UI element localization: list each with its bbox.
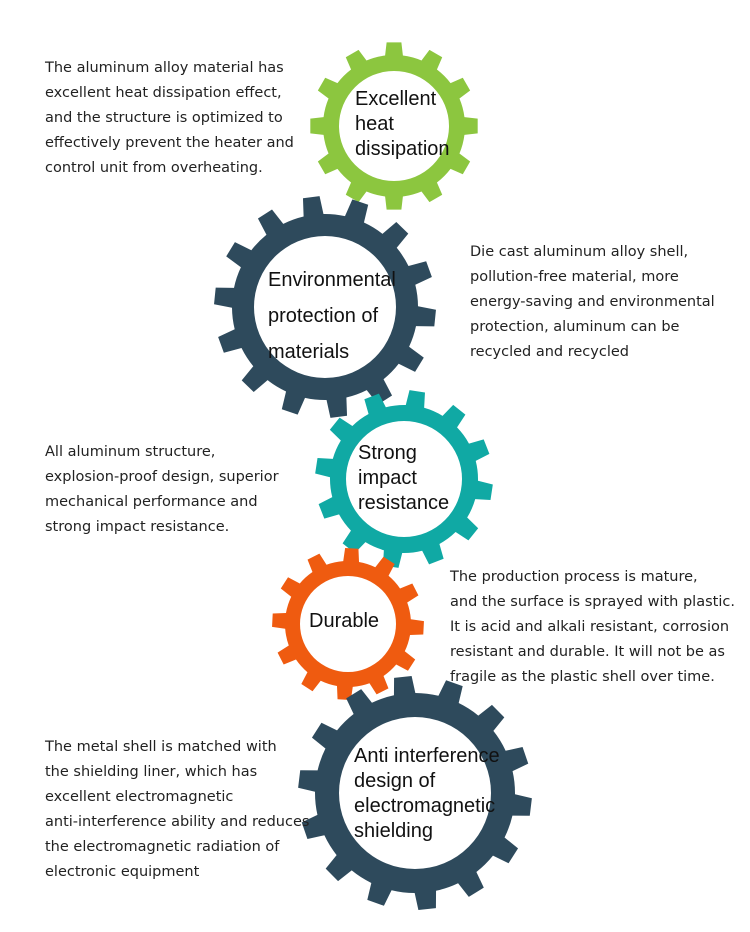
gear-emi-shielding-icon — [298, 676, 532, 910]
gear-impact-resistance-icon — [315, 390, 493, 568]
description-heat-dissipation: The aluminum alloy material has excellen… — [45, 60, 294, 176]
gear-environmental-protection-icon — [214, 196, 436, 418]
gear-durable-icon — [272, 548, 424, 700]
gear-label-durable: Durable — [309, 610, 380, 632]
gear-label-heat-dissipation: Excellent heat dissipation — [355, 88, 450, 160]
gear-heat-dissipation-icon — [310, 42, 478, 210]
gear-label-emi-shielding: Anti interference design of electromagne… — [354, 745, 500, 842]
gear-label-environmental-protection: Environmental protection of materials — [268, 269, 396, 363]
description-emi-shielding: The metal shell is matched with the shie… — [45, 739, 310, 880]
gear-label-impact-resistance: Strong impact resistance — [358, 442, 450, 514]
description-impact-resistance: All aluminum structure, explosion-proof … — [45, 444, 279, 535]
description-durable: The production process is mature, and th… — [450, 569, 735, 685]
description-environmental-protection: Die cast aluminum alloy shell, pollution… — [470, 244, 715, 360]
